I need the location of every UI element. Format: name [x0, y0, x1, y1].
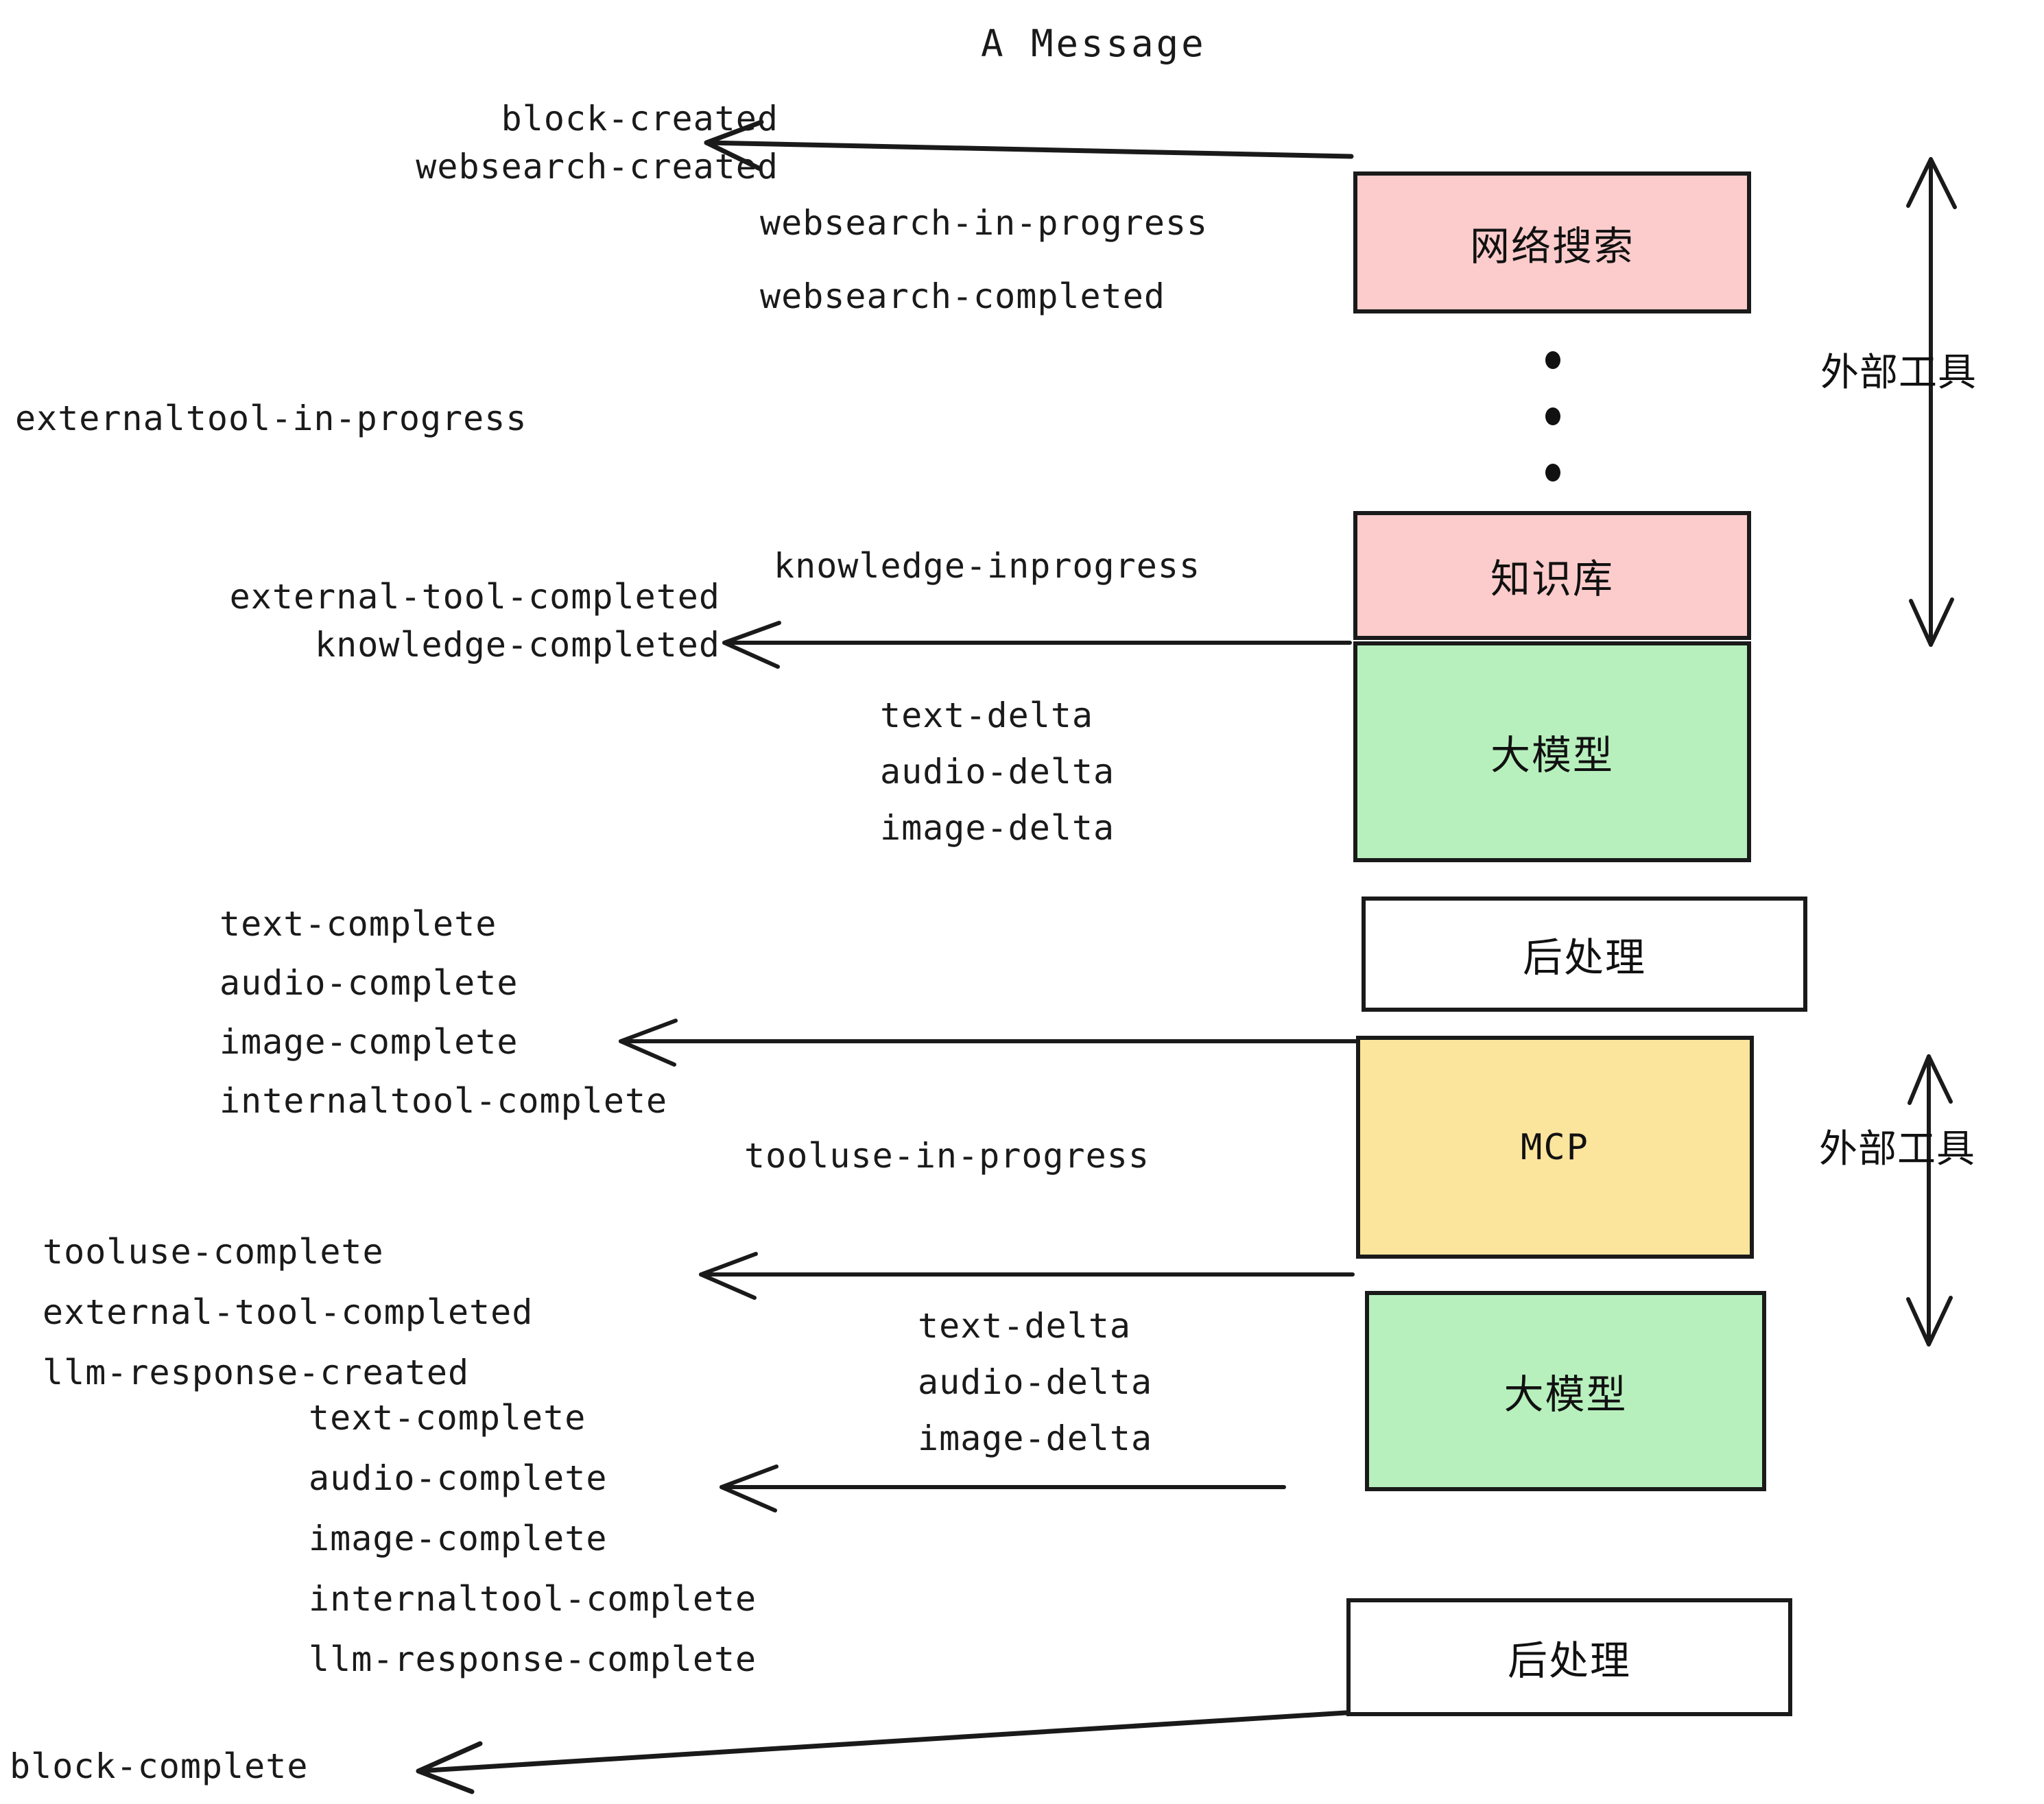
page-title: A Message: [981, 22, 1207, 65]
event-label: knowledge-completed: [315, 625, 720, 665]
arrowhead-external-tool-top-up: [1906, 157, 1957, 209]
box-llm-1-label: 大模型: [1490, 732, 1614, 779]
event-label: image-delta: [918, 1419, 1153, 1458]
event-label: audio-complete: [309, 1458, 608, 1498]
box-knowledge-label: 知识库: [1490, 556, 1614, 602]
event-group-tooluse-complete: tooluse-complete external-tool-completed…: [43, 1235, 533, 1403]
event-group-complete-1: text-complete audio-complete image-compl…: [219, 907, 667, 1132]
side-label-external-tool-top-text: 外部工具: [1820, 351, 1977, 395]
arrow-postproc2-to-blockcomplete: [416, 1709, 1359, 1774]
side-label-external-tool-bottom-text: 外部工具: [1819, 1127, 1975, 1172]
event-label: knowledge-inprogress: [774, 546, 1201, 586]
box-postprocess-2[interactable]: 后处理: [1346, 1598, 1792, 1716]
event-label: websearch-completed: [760, 276, 1165, 316]
event-group-delta-1: text-delta audio-delta image-delta: [880, 698, 1115, 859]
arrowhead-knowledgecompleted: [722, 621, 781, 669]
box-llm-2-label: 大模型: [1504, 1371, 1628, 1418]
event-label: audio-complete: [219, 963, 519, 1003]
event-label: text-complete: [309, 1398, 586, 1438]
event-label: image-complete: [309, 1519, 608, 1558]
event-group-complete-2: text-complete audio-complete image-compl…: [309, 1401, 757, 1690]
event-label: audio-delta: [918, 1362, 1153, 1402]
event-label: tooluse-in-progress: [744, 1136, 1150, 1176]
event-group-block-complete: block-complete: [10, 1749, 308, 1797]
event-label: audio-delta: [880, 752, 1115, 792]
event-label: internaltool-complete: [219, 1081, 668, 1121]
event-label: image-complete: [219, 1022, 519, 1062]
arrowhead-external-tool-bottom-up: [1908, 1054, 1953, 1105]
event-group-knowledge-completed: external-tool-completed knowledge-comple…: [82, 580, 720, 676]
event-group-block-created: block-created websearch-created: [161, 102, 779, 198]
box-llm-2[interactable]: 大模型: [1365, 1291, 1766, 1491]
event-label: text-delta: [880, 696, 1094, 735]
event-label: image-delta: [880, 808, 1115, 848]
ellipsis-dot: [1545, 407, 1560, 425]
event-label: llm-response-created: [43, 1353, 470, 1392]
ellipsis-dot: [1545, 351, 1560, 369]
vertical-ellipsis: [1545, 351, 1560, 520]
event-label: block-complete: [10, 1746, 309, 1786]
box-postprocess-1-label: 后处理: [1522, 934, 1646, 981]
event-label: text-delta: [918, 1306, 1132, 1346]
event-group-externaltool-in-progress: externaltool-in-progress: [15, 401, 527, 449]
event-group-knowledge-inprogress: knowledge-inprogress: [774, 549, 1200, 597]
event-label: externaltool-in-progress: [15, 399, 527, 438]
box-websearch-label: 网络搜索: [1469, 222, 1635, 270]
arrowhead-external-tool-bottom-down: [1906, 1296, 1953, 1346]
box-websearch[interactable]: 网络搜索: [1353, 171, 1751, 313]
side-label-external-tool-bottom: 外部工具: [1819, 1118, 1975, 1174]
event-group-tooluse-in-progress: tooluse-in-progress: [744, 1139, 1150, 1187]
event-label: llm-response-complete: [309, 1639, 757, 1679]
arrowhead-external-tool-top-down: [1909, 597, 1954, 647]
side-label-external-tool-top: 外部工具: [1820, 342, 1977, 397]
event-label: external-tool-completed: [43, 1292, 534, 1332]
arrowhead-blockcomplete: [416, 1741, 483, 1794]
event-group-websearch-status: websearch-in-progress websearch-complete…: [760, 206, 1208, 327]
box-postprocess-1[interactable]: 后处理: [1362, 897, 1807, 1012]
ellipsis-dot: [1545, 464, 1560, 482]
box-knowledge[interactable]: 知识库: [1353, 511, 1751, 640]
event-label: internaltool-complete: [309, 1579, 757, 1619]
arrowhead-toolusecomplete: [699, 1252, 758, 1300]
event-label: external-tool-completed: [229, 577, 720, 617]
event-label: text-complete: [219, 904, 497, 944]
event-label: block-created: [501, 99, 779, 139]
event-label: tooluse-complete: [43, 1232, 384, 1272]
box-mcp-label: MCP: [1521, 1126, 1589, 1168]
event-group-delta-2: text-delta audio-delta image-delta: [918, 1309, 1152, 1469]
box-llm-1[interactable]: 大模型: [1353, 641, 1751, 862]
event-label: websearch-in-progress: [760, 203, 1209, 243]
arrow-websearch-to-blockcreated: [704, 140, 1354, 159]
box-postprocess-2-label: 后处理: [1507, 1637, 1631, 1684]
box-mcp[interactable]: MCP: [1356, 1036, 1754, 1259]
event-label: websearch-created: [416, 147, 779, 187]
